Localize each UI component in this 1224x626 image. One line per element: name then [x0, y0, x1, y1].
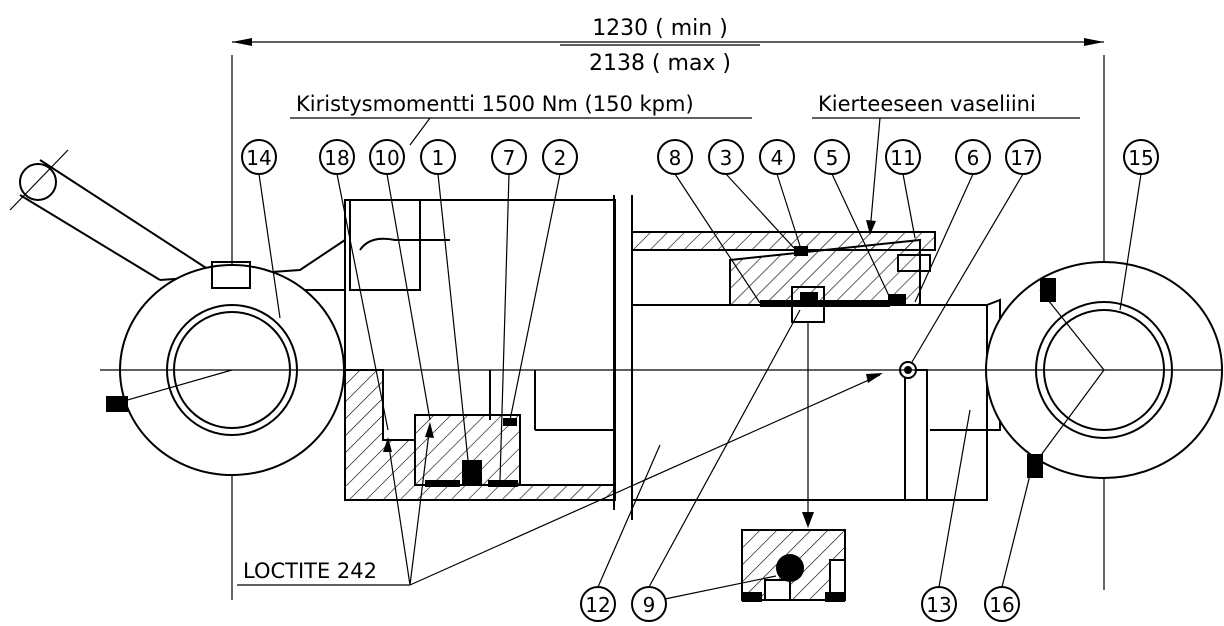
balloon-10: 10 — [369, 139, 431, 421]
svg-text:7: 7 — [503, 146, 516, 170]
balloon-13: 13 — [921, 409, 971, 622]
balloon-3: 3 — [708, 139, 795, 249]
balloon-11: 11 — [885, 139, 921, 239]
seal-detail — [659, 529, 846, 602]
dimension-min-label: 1230 ( min ) — [592, 16, 728, 41]
balloon-7: 7 — [491, 139, 527, 481]
grease-note: Kierteeseen vaseliini — [812, 92, 1080, 235]
svg-text:17: 17 — [1010, 146, 1035, 170]
base-eye-clamp — [9, 149, 346, 476]
cylinder-tube-left — [344, 195, 616, 510]
balloon-9: 9 — [631, 309, 801, 622]
svg-text:10: 10 — [374, 146, 399, 170]
balloon-16: 16 — [984, 474, 1031, 622]
balloon-12: 12 — [580, 444, 661, 622]
svg-text:11: 11 — [890, 146, 915, 170]
cylinder-tube-right — [631, 195, 988, 528]
dimension-max-label: 2138 ( max ) — [589, 51, 731, 76]
torque-note-text: Kiristysmomentti 1500 Nm (150 kpm) — [296, 92, 694, 116]
svg-text:9: 9 — [643, 593, 656, 617]
svg-text:1: 1 — [432, 146, 445, 170]
grease-note-text: Kierteeseen vaseliini — [818, 92, 1036, 116]
overall-dimension: 1230 ( min ) 2138 ( max ) — [231, 16, 1105, 600]
svg-text:14: 14 — [246, 146, 271, 170]
balloon-6: 6 — [914, 139, 991, 303]
balloon-15: 15 — [1119, 139, 1159, 311]
loctite-note-text: LOCTITE 242 — [243, 559, 377, 583]
svg-text:12: 12 — [585, 593, 610, 617]
balloon-14: 14 — [241, 139, 281, 319]
svg-text:18: 18 — [324, 146, 349, 170]
balloon-5: 5 — [814, 139, 891, 299]
balloon-4: 4 — [759, 139, 801, 247]
balloon-18: 18 — [319, 139, 389, 431]
svg-text:2: 2 — [554, 146, 567, 170]
svg-text:15: 15 — [1128, 146, 1153, 170]
balloon-2: 2 — [509, 139, 578, 421]
svg-text:8: 8 — [669, 146, 682, 170]
svg-text:13: 13 — [926, 593, 951, 617]
svg-text:16: 16 — [989, 593, 1014, 617]
torque-note: Kiristysmomentti 1500 Nm (150 kpm) — [290, 92, 752, 146]
balloon-8: 8 — [657, 139, 761, 304]
svg-text:4: 4 — [771, 146, 784, 170]
svg-text:6: 6 — [967, 146, 980, 170]
balloon-1: 1 — [420, 139, 469, 461]
balloon-17: 17 — [911, 139, 1041, 363]
svg-text:3: 3 — [720, 146, 733, 170]
svg-text:5: 5 — [826, 146, 839, 170]
